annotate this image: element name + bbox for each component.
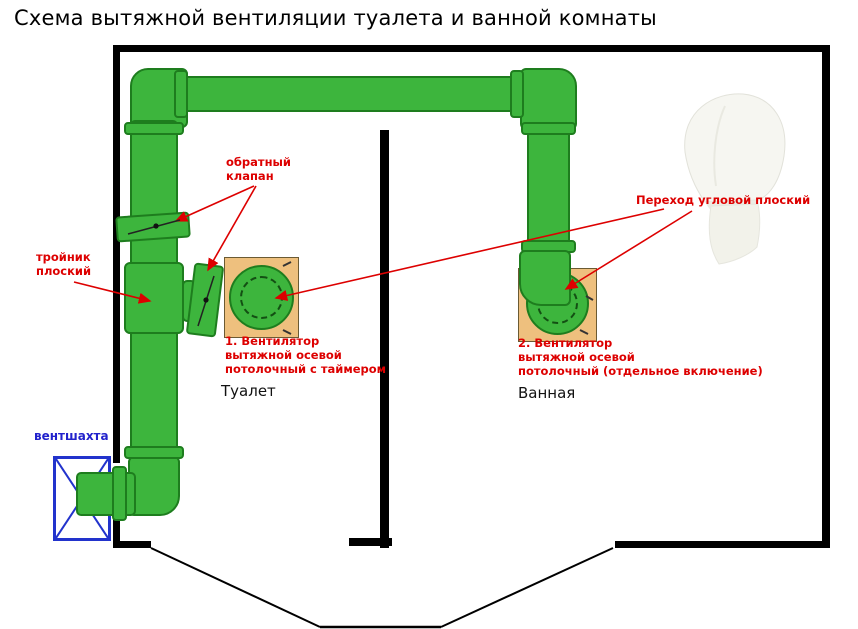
- duct-collar-shaft: [112, 466, 127, 521]
- duct-collar-left-upper: [124, 122, 184, 135]
- duct-elbow-bathroom: [519, 250, 571, 306]
- label-tee-line1: тройник: [36, 250, 91, 264]
- label-check-valve-line2: клапан: [226, 169, 274, 183]
- label-corner-transition: Переход угловой плоский: [636, 193, 811, 207]
- label-fan1-line1: 1. Вентилятор: [225, 334, 320, 348]
- label-fan2-line2: вытяжной осевой: [518, 350, 635, 364]
- duct-collar-top-right: [510, 70, 524, 118]
- label-fan1-line2: вытяжной осевой: [225, 348, 342, 362]
- label-fan2-line1: 2. Вентилятор: [518, 336, 613, 350]
- duct-collar-top-left: [174, 70, 188, 118]
- check-valve-lower: [185, 262, 225, 338]
- label-fan1: 1. Вентилятор вытяжной осевой потолочный…: [225, 334, 386, 376]
- label-check-valve-line1: обратный: [226, 155, 291, 169]
- label-vent-shaft: вентшахта: [34, 429, 109, 443]
- duct-pipe-right-vertical: [527, 126, 570, 256]
- wall-partition: [380, 130, 389, 548]
- wall-bottom-left: [113, 541, 151, 548]
- wall-bottom-right: [615, 541, 830, 548]
- wall-right: [822, 45, 830, 548]
- fan1-impeller-dash: [240, 276, 283, 319]
- door-swing-toilet: [150, 547, 321, 628]
- wall-left-lower: [113, 515, 120, 548]
- duct-pipe-top: [180, 76, 530, 112]
- check-valve-upper: [115, 211, 191, 243]
- corner-transition-photo: [684, 93, 786, 265]
- duct-tee-flat: [124, 262, 184, 334]
- label-check-valve: обратный клапан: [226, 155, 291, 183]
- duct-collar-right-upper: [521, 122, 576, 135]
- label-fan1-line3: потолочный с таймером: [225, 362, 387, 376]
- label-tee-line2: плоский: [36, 264, 92, 278]
- label-fan2-line3: потолочный (отдельное включение): [518, 364, 763, 378]
- door-swing-bathroom: [440, 547, 614, 628]
- duct-collar-left-lower: [124, 446, 184, 459]
- wall-top: [113, 45, 830, 52]
- label-room-bathroom: Ванная: [518, 384, 576, 402]
- label-room-toilet: Туалет: [221, 382, 276, 400]
- duct-pipe-to-shaft: [76, 472, 136, 516]
- wall-partition-foot: [349, 538, 392, 546]
- arrow-transition-to-fan1: [274, 208, 665, 301]
- wall-left-upper: [113, 45, 120, 463]
- label-fan2: 2. Вентилятор вытяжной осевой потолочный…: [518, 336, 763, 378]
- label-tee: тройник плоский: [36, 250, 91, 278]
- duct-elbow-top-right: [520, 68, 577, 130]
- diagram-title: Схема вытяжной вентиляции туалета и ванн…: [14, 6, 657, 30]
